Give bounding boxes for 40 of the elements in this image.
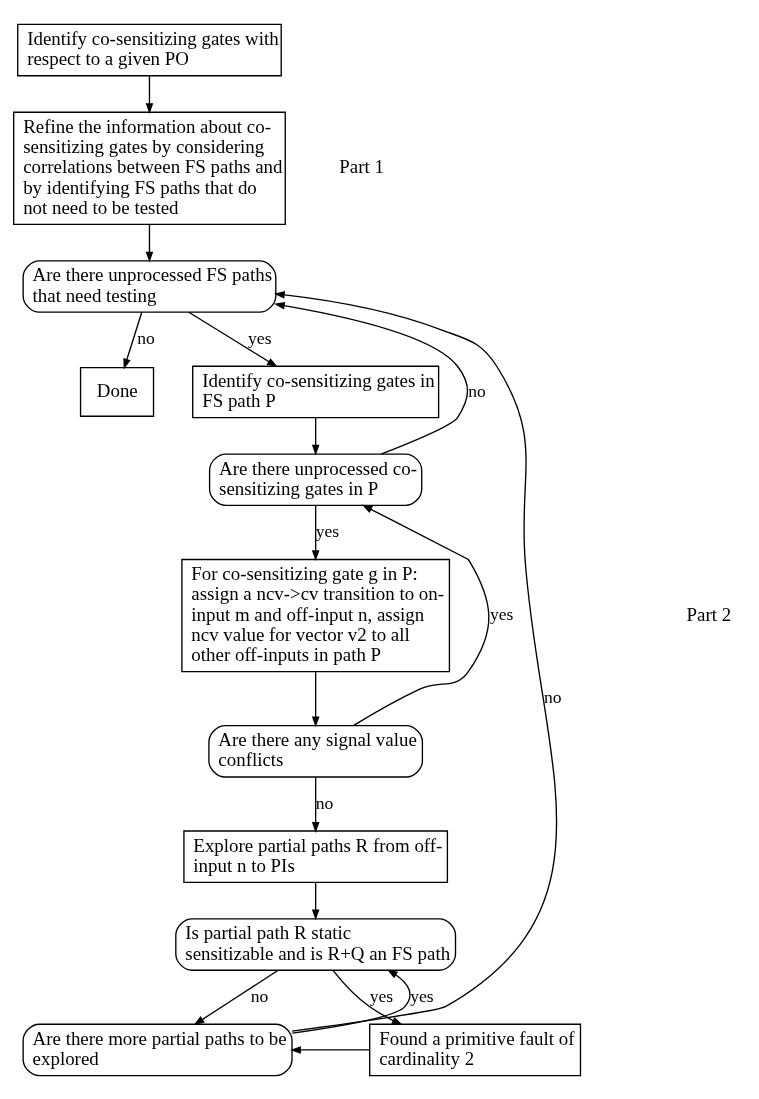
node-box: Explore partial paths R from off-input n to PIs [183,829,449,883]
label: Part 2 [686,603,732,625]
edge-label: yes [315,520,340,541]
edge-label: no [250,985,269,1006]
edge-label: no [315,792,334,813]
node-box: Found a primitive fault of cardinality 2 [369,1023,582,1076]
arrow [123,311,143,369]
edge-label: yes [248,327,272,348]
node-box: Identify co-sensitizing gates with respect to a given PO [17,23,282,76]
edge-label: no [468,380,486,401]
arrow [353,504,490,726]
edge-label: no [544,686,562,707]
node-box: Is partial path R static sensitizable and is R+Q an FS path [175,917,457,971]
arrow [145,74,154,114]
edge-label: yes [369,985,394,1006]
node-box: Done [79,366,155,417]
arrow [311,416,320,456]
arrow [290,1045,371,1054]
arrow [274,290,558,1032]
node-box: Are there unprocessed co-sensitizing gates in P [208,452,423,506]
edge-label: yes [410,985,434,1006]
arrow [291,968,411,1034]
arrow [311,881,320,920]
node-box: Are there any signal value conflicts [208,724,424,778]
node-box: Refine the information about co-sensitizing gates by considering correlations between FS paths and by identifying FS paths that do not need to be tested [13,111,286,225]
label: Part 1 [339,155,384,177]
node-box: Are there more partial paths to be explored [22,1023,293,1076]
node-box: For co-sensitizing gate g in P: assign a ncv->cv transition to on-input m and off-input n, assign ncv value for vector v2 to all other off-inputs in path P [181,558,451,672]
arrow [273,301,469,455]
arrow [193,969,279,1025]
arrow [145,223,154,263]
edge-label: yes [489,603,514,624]
arrow [188,311,278,367]
arrow [311,670,320,727]
node-box: Are there unprocessed FS paths that need testing [22,259,277,313]
edge-label: no [137,327,155,348]
node-box: Identify co-sensitizing gates in FS path P [192,365,440,418]
arrow [311,504,320,561]
arrow [311,775,320,833]
arrow [332,969,403,1025]
